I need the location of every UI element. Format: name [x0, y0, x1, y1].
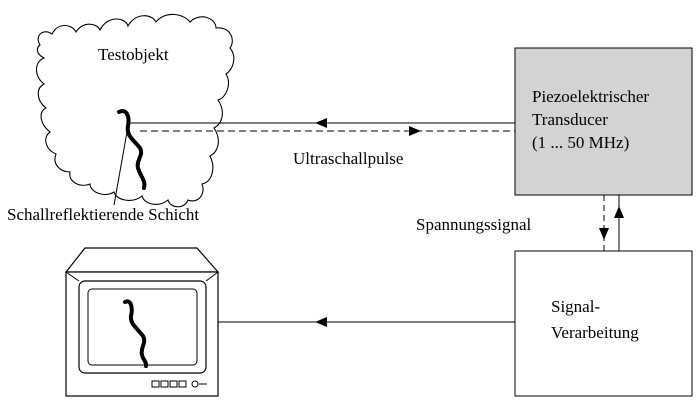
layer-label: Schallreflektierende Schicht: [7, 205, 200, 224]
monitor-arrow-left: [315, 317, 327, 327]
voltage-label: Spannungssignal: [416, 215, 532, 234]
transducer-label-line2: Transducer: [532, 110, 608, 129]
test-object-blob: [35, 13, 235, 208]
transducer-label-line1: Piezoelektrischer: [532, 87, 650, 106]
processing-label-line2: Verarbeitung: [551, 323, 639, 342]
processing-box: [514, 250, 693, 397]
reflecting-layer-squiggle: [117, 109, 147, 190]
screen-echo-squiggle: [123, 299, 149, 368]
ultrasound-arrow-right: [409, 126, 421, 136]
monitor-icon: [64, 247, 220, 397]
ultrasound-arrow-left: [315, 118, 327, 128]
layer-leader-line: [113, 131, 128, 206]
voltage-arrow-down: [599, 228, 609, 240]
test-object-label: Testobjekt: [98, 45, 169, 64]
transducer-label-line3: (1 ... 50 MHz): [532, 133, 630, 152]
ultrasound-label: Ultraschallpulse: [293, 149, 404, 168]
voltage-arrow-up: [614, 206, 624, 218]
processing-label-line1: Signal-: [551, 297, 601, 316]
